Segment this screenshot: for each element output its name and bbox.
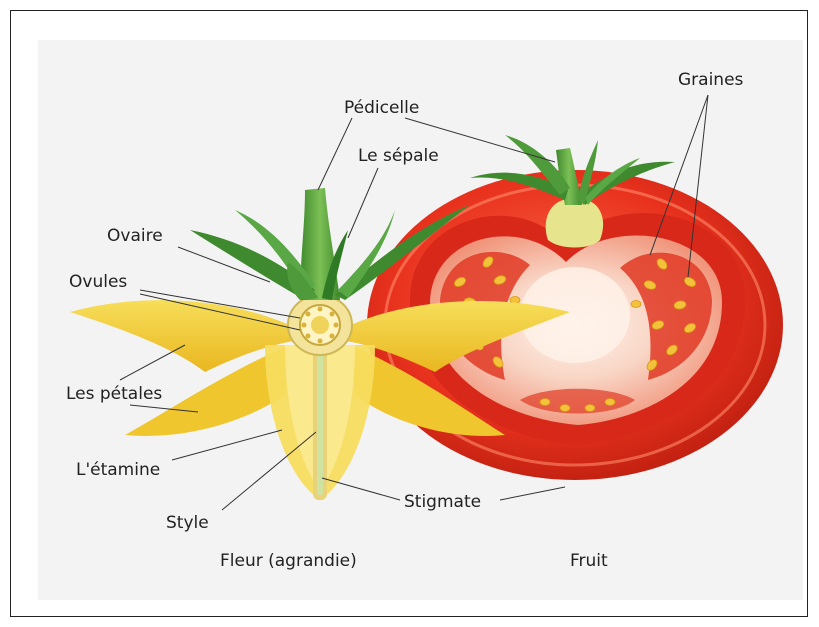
sepale-line bbox=[348, 168, 378, 238]
ovary bbox=[288, 295, 352, 355]
stigmate-line-flower bbox=[322, 478, 400, 500]
label-etamine: L'étamine bbox=[76, 462, 160, 479]
pedicelle-line-flower bbox=[318, 118, 352, 190]
stigmate-line-fruit bbox=[500, 487, 565, 500]
label-stigmate: Stigmate bbox=[404, 494, 481, 511]
label-petales: Les pétales bbox=[66, 386, 162, 403]
label-graines: Graines bbox=[678, 72, 743, 89]
caption-fruit: Fruit bbox=[570, 553, 608, 570]
label-pedicelle: Pédicelle bbox=[344, 100, 419, 117]
petales-line-1 bbox=[120, 345, 185, 380]
etamine-line bbox=[172, 430, 282, 460]
label-style: Style bbox=[166, 515, 209, 532]
label-sepale: Le sépale bbox=[358, 148, 439, 165]
label-ovaire: Ovaire bbox=[107, 228, 163, 245]
label-ovules: Ovules bbox=[69, 274, 127, 291]
caption-fleur: Fleur (agrandie) bbox=[220, 553, 357, 570]
